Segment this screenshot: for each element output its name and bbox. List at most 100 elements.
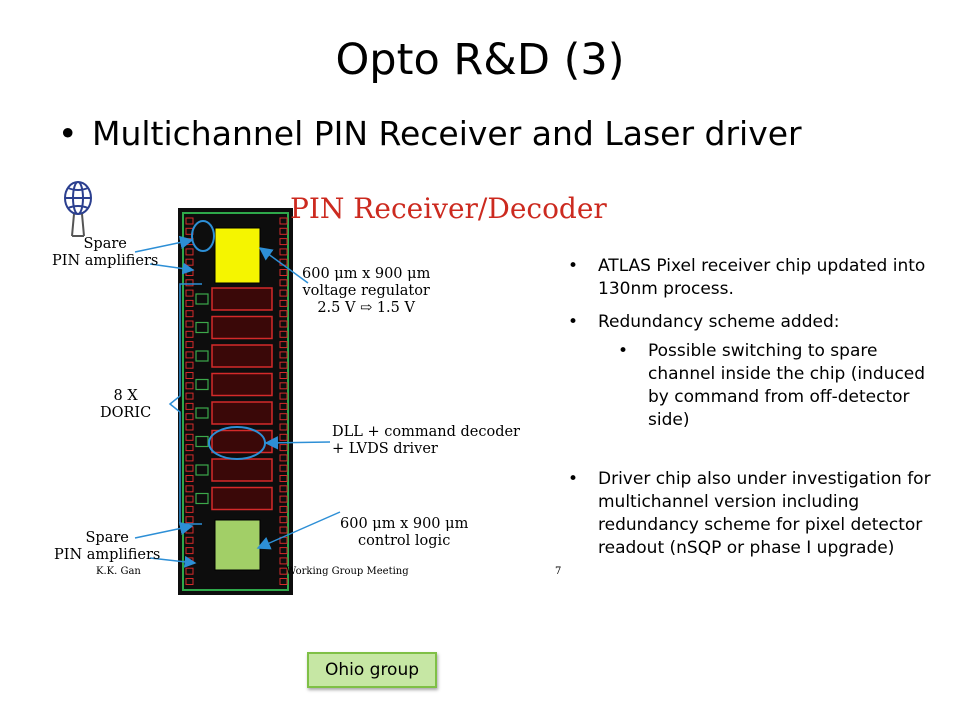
arrow-dll <box>264 436 331 450</box>
chip-pad <box>185 433 194 441</box>
label-line: Spare <box>85 530 129 546</box>
doric-input-pad <box>195 435 209 448</box>
label-line: PIN amplifiers <box>54 547 161 563</box>
right-bullet-item: • ATLAS Pixel receiver chip updated into… <box>568 255 948 301</box>
chip-pad <box>185 547 194 555</box>
main-bullet-text: Multichannel PIN Receiver and Laser driv… <box>92 114 802 153</box>
chip-pad <box>279 413 288 421</box>
chip-pad <box>279 423 288 431</box>
footer-page: 7 <box>555 566 562 577</box>
chip-pad <box>279 464 288 472</box>
atlas-logo-icon <box>64 181 92 237</box>
label-line: 8 X <box>113 388 138 404</box>
chip-pad <box>279 547 288 555</box>
slide-title: Opto R&D (3) <box>335 35 625 85</box>
chip-pad <box>279 361 288 369</box>
footer-meeting: Working Group Meeting <box>286 566 409 577</box>
arrow-control <box>256 511 341 550</box>
label-line: + LVDS driver <box>332 441 438 457</box>
chip-pad <box>185 217 194 225</box>
right-subbullet-item: • Possible switching to spare channel in… <box>568 340 948 432</box>
chip-pad <box>279 227 288 235</box>
chip-pad <box>185 464 194 472</box>
chip-pad <box>279 485 288 493</box>
chip-pad <box>279 382 288 390</box>
chip-pad <box>185 341 194 349</box>
label-doric: 8 X DORIC <box>100 388 151 422</box>
chip-pad <box>185 361 194 369</box>
chip-pad <box>279 505 288 513</box>
chip-pad <box>279 526 288 534</box>
right-bullet-list: • ATLAS Pixel receiver chip updated into… <box>568 255 948 560</box>
label-line: DLL + command decoder <box>332 424 520 440</box>
chip-pad <box>185 536 194 544</box>
figure-title: PIN Receiver/Decoder <box>290 192 607 225</box>
chip-pad <box>185 372 194 379</box>
doric-cell <box>211 287 273 311</box>
doric-cell <box>211 372 273 397</box>
chip-pad <box>279 475 288 482</box>
chip-pad <box>279 392 288 400</box>
chip-pad <box>279 341 288 349</box>
chip-pad <box>279 402 288 410</box>
doric-input-pad <box>195 492 209 505</box>
label-spare-bottom: Spare PIN amplifiers <box>54 530 160 564</box>
chip-pad <box>185 485 194 493</box>
ohio-group-badge: Ohio group <box>307 652 437 688</box>
chip-pad <box>185 475 194 482</box>
chip-pad <box>279 320 288 328</box>
label-line: 600 μm x 900 μm <box>340 516 469 532</box>
doric-cell <box>211 486 273 511</box>
chip-pad <box>279 299 288 307</box>
chip-pad <box>185 423 194 431</box>
chip-pad <box>279 444 288 452</box>
chip-pad <box>279 372 288 379</box>
bullet-glyph: • <box>58 114 78 153</box>
chip-pad <box>279 495 288 503</box>
label-line: PIN amplifiers <box>52 253 159 269</box>
chip-pad <box>279 238 288 246</box>
chip-diagram <box>64 181 341 595</box>
chip-pad <box>185 310 194 318</box>
label-line: DORIC <box>100 405 152 421</box>
chip-pad <box>185 413 194 421</box>
right-bullet-text: Driver chip also under investigation for… <box>598 469 931 558</box>
arrow-spare-bottom <box>134 521 194 539</box>
chip-pad <box>185 402 194 410</box>
chip-pad <box>279 217 288 225</box>
footer-author: K.K. Gan <box>96 566 141 577</box>
chip-pad <box>279 330 288 338</box>
label-control: 600 μm x 900 μm control logic <box>340 516 468 550</box>
doric-input-pad <box>195 321 209 334</box>
chip-pad <box>185 454 194 462</box>
doric-cell <box>211 315 273 340</box>
doric-cell <box>211 344 273 368</box>
bullet-glyph: • <box>568 312 579 332</box>
doric-input-pad <box>195 378 209 391</box>
chip-pad <box>279 516 288 524</box>
right-bullet-item: • Driver chip also under investigation f… <box>568 468 948 560</box>
label-regulator: 600 μm x 900 μm voltage regulator 2.5 V … <box>302 266 430 317</box>
doric-cells <box>195 287 273 511</box>
chip-figure: PIN Receiver/Decoder Spare PIN amplifier… <box>40 170 607 610</box>
bullet-glyph: • <box>618 341 629 361</box>
doric-input-pad <box>195 293 209 305</box>
chip-pad <box>185 279 194 287</box>
chip-pad <box>279 310 288 318</box>
chip-pad <box>279 289 288 297</box>
chip-pad <box>185 320 194 328</box>
right-bullet-item: • Redundancy scheme added: <box>568 311 948 334</box>
chip-pad <box>185 289 194 297</box>
chip-pad <box>185 330 194 338</box>
doric-cell <box>211 401 273 425</box>
right-bullet-text: ATLAS Pixel receiver chip updated into 1… <box>598 256 926 299</box>
bullet-glyph: • <box>568 469 579 489</box>
doric-input-pad <box>195 407 209 419</box>
label-line: 600 μm x 900 μm <box>302 266 431 282</box>
arrow-spare-top <box>134 235 194 253</box>
doric-cell <box>211 458 273 482</box>
chip-pad <box>279 248 288 256</box>
chip-pad <box>279 557 288 565</box>
label-line: Spare <box>83 236 127 252</box>
doric-input-pad <box>195 464 209 476</box>
